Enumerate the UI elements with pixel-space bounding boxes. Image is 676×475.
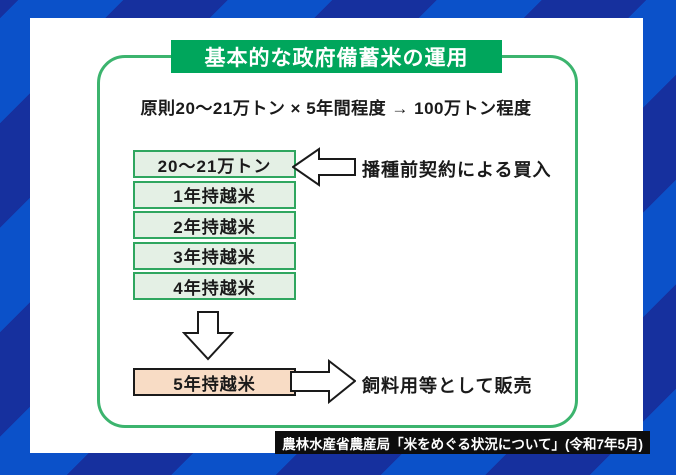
stack-box-year4: 4年持越米 xyxy=(133,272,296,300)
source-citation: 農林水産省農産局「米をめぐる状況について」(令和7年5月) xyxy=(275,431,650,454)
panel-title: 基本的な政府備蓄米の運用 xyxy=(171,40,502,73)
down-block-arrow-icon xyxy=(182,311,234,361)
stack-box-year5: 5年持越米 xyxy=(133,368,296,396)
reserve-year-stack: 20〜21万トン 1年持越米 2年持越米 3年持越米 4年持越米 xyxy=(133,150,296,300)
stack-box-current: 20〜21万トン xyxy=(133,150,296,178)
right-block-arrow-icon xyxy=(290,359,356,404)
stack-box-year1: 1年持越米 xyxy=(133,180,296,209)
left-block-arrow-icon xyxy=(292,147,356,187)
stack-box-year2: 2年持越米 xyxy=(133,211,296,239)
stack-box-year3: 3年持越米 xyxy=(133,241,296,270)
sell-annotation-label: 飼料用等として販売 xyxy=(362,376,533,396)
reserve-formula-text: 原則20〜21万トン × 5年間程度 → 100万トン程度 xyxy=(140,99,532,118)
buy-annotation-label: 播種前契約による買入 xyxy=(362,160,552,180)
